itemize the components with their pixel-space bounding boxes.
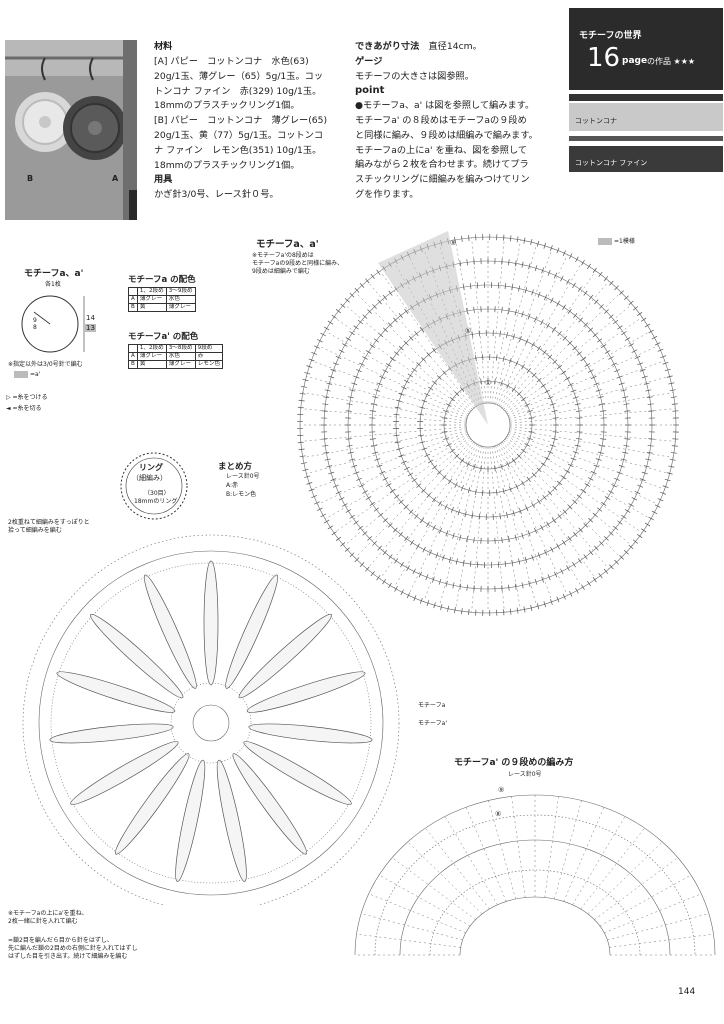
big-chart-note: ※モチーフa'の8段めは モチーフaの9段めと同様に編み、 9段めは細編みで編む [252,252,344,275]
point-heading: point [355,85,385,97]
point-line: と同様に編み、９段めは細編みで編みます。 [355,129,538,141]
round9-needle: レース針0号 [508,771,542,778]
page-number: 144 [678,987,696,997]
point-line: モチーフa' の８段めはモチーフaの９段め [355,114,527,126]
svg-text:⑤: ⑤ [465,327,471,335]
center-round-top: 9 [33,317,37,324]
materials-line: 18mmのプラスチックリング1個。 [154,100,300,112]
svg-text:⑨: ⑨ [450,239,456,247]
chart-ticks [297,234,679,616]
point-line: 編みながら２枚を合わせます。続けてプラ [355,159,529,171]
series-title: モチーフの世界 [579,31,642,41]
assembly-needle: レース針0号 [226,473,260,480]
series-header: モチーフの世界 16 page の作品 ★★★ コットンコナ コットンコナ ファ… [569,8,723,182]
point-line: スチックリングに細編みを編みつけてリン [355,174,530,186]
ring-sub: （細編み） [132,474,167,482]
finish-block: できあがり寸法 直径14cm。 ゲージ モチーフの大きさは図参照。 point … [355,40,538,203]
page-label: page [622,56,648,66]
materials-line: トンコナ ファイン 赤(329) 10g/1玉。 [154,85,322,97]
tools-heading: 用具 [154,174,173,186]
series-number: 16 [587,43,621,73]
materials-heading: 材料 [154,41,173,52]
photo-label-a: A [112,174,119,183]
needle-note: ※指定以外は3/0号針で編む [8,361,83,368]
assembly-chart [22,534,400,905]
label-motif-a2: モチーフa' [418,720,447,727]
pattern-legend: =1模様 [614,238,635,245]
ring-size: 18mmのリング [134,498,178,505]
assembly-color-a: A:赤 [226,482,239,489]
gauge-heading: ゲージ [355,55,383,67]
dimension-14: 14 [86,314,95,322]
assembly-note: 2枚重ねて細編みをすっぽりと 拾って細編みを編む [8,519,90,534]
label-motif-a: モチーフa [418,702,446,709]
assembly-color-b: B:レモン色 [226,491,257,498]
product-photo: B A [5,40,137,220]
svg-text:⑨: ⑨ [498,786,504,794]
yarn-label-2: コットンコナ ファイン [575,159,648,167]
gauge-text: モチーフの大きさは図参照。 [355,70,474,82]
left-motif-title: モチーフa、a' [24,269,84,279]
point-line: ●モチーフa、a' は図を参照して編みます。 [355,100,535,112]
big-crochet-chart: ⑨ ⑤ ① [297,231,679,616]
pattern-swatch [598,238,612,245]
round9-chart: ⑨ ⑧ [354,786,716,956]
center-round-bottom: 8 [33,324,37,331]
assembly-title: まとめ方 [218,462,253,472]
colors-a2-title: モチーフa' の配色 [128,332,199,342]
size-diagram [21,295,85,353]
materials-line: [A] パピー コットンコナ 水色(63) [154,56,309,67]
shade-legend: =a' [30,371,41,378]
point-line: モチーフaの上にa' を重ね、図を参照して [355,144,528,156]
dimension-13: 13 [85,324,96,332]
colors-a-title: モチーフa の配色 [128,275,196,285]
svg-text:⑧: ⑧ [495,810,501,818]
photo-label-b: B [27,174,34,183]
shade-swatch [14,371,28,378]
svg-text:①: ① [485,379,491,387]
point-line: グを作ります。 [355,188,419,200]
yarn-label-1: コットンコナ [575,117,617,125]
materials-line: 20g/1玉、薄グレー（65）5g/1玉。コッ [154,70,324,82]
assembly-bottom-note: ※モチーフaの上にa'を重ね、 2枚一緒に針を入れて編む [8,910,88,925]
size-value: 直径14cm。 [428,41,482,52]
big-chart-title: モチーフa、a' [256,239,319,250]
materials-line: 20g/1玉、黄（77）5g/1玉。コットンコ [154,129,324,141]
ring-diagram [120,452,188,520]
cut-legend: =糸を切る [12,405,42,412]
work-label: の作品 ★★★ [647,57,696,66]
materials-line: [B] パピー コットンコナ 薄グレー(65) [154,115,328,127]
join-legend: =糸をつける [12,394,48,401]
materials-list: [A] パピー コットンコナ 水色(63) 20g/1玉、薄グレー（65）5g/… [154,55,327,203]
size-label: できあがり寸法 [355,41,420,52]
left-motif-count: 各1枚 [45,281,61,288]
materials-line: 18mmのプラスチックリング1個。 [154,159,300,171]
materials-line: ナ ファイン レモン色(351) 10g/1玉。 [154,144,322,156]
ring-title: リング [139,463,163,472]
join-stitch-note: =鎖2目を編んだら目から針をはずし、 先に編んだ鎖の2目めの右側に針を入れてはず… [8,937,138,960]
ring-count: （30目） [144,490,170,497]
tools-text: かぎ針3/0号、レース針０号。 [154,189,279,201]
round9-title: モチーフa' の９段めの編み方 [454,758,574,768]
